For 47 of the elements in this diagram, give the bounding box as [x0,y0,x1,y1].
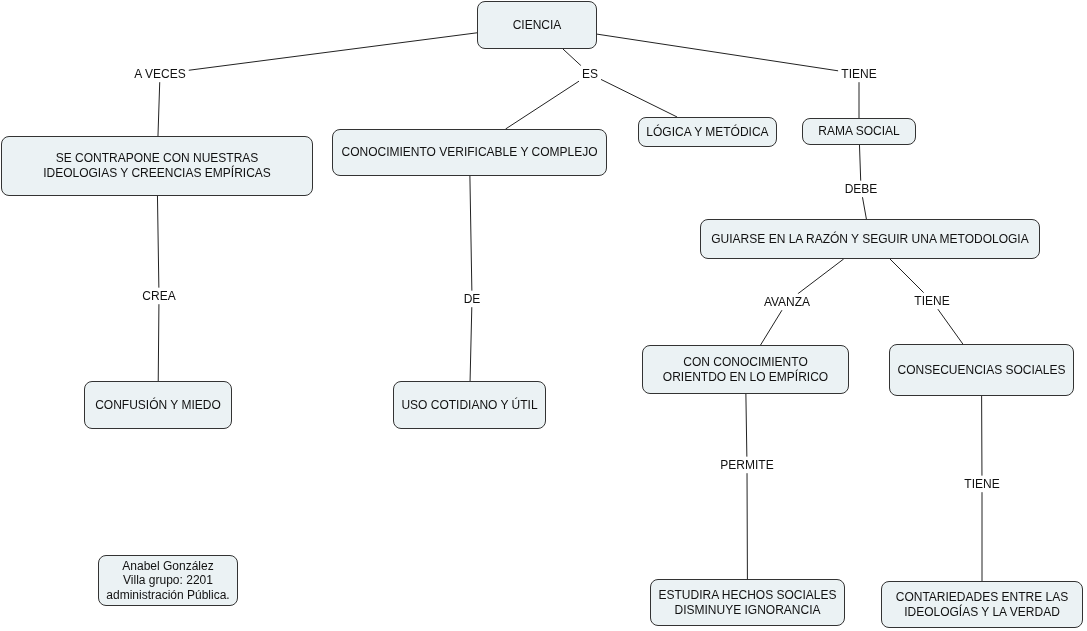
connector-line [858,81,860,119]
concept-text: CONOCIMIENTO VERIFICABLE Y COMPLEJO [341,145,598,160]
concept-box [700,219,1040,259]
concept-text: CONTARIEDADES ENTRE LAS IDEOLOGÍAS Y LA VERDAD [894,589,1070,620]
connector-line [745,393,748,458]
connector-line [157,303,160,382]
connector-line [937,308,964,345]
concept-box [642,345,849,394]
concept-box [393,381,546,429]
connector-line [858,144,862,182]
concept-text: ESTUDIRA HECHOS SOCIALES DISMINUYE IGNORANCIA [657,587,838,618]
concept-box [650,579,845,626]
connector-line [862,196,867,220]
connector-line [797,258,845,295]
connector-line [981,491,983,582]
concept-box [84,381,232,429]
concept-box [477,1,597,49]
connector-line [505,80,580,130]
connector-line [981,395,983,477]
concept-box [332,129,607,176]
connector-line [600,78,678,118]
connector-line [156,195,160,289]
concept-text: RAMA SOCIAL [818,124,900,139]
concept-text: CON CONOCIMIENTO ORIENTDO EN LO EMPÍRICO [661,354,830,385]
concept-text: LÓGICA Y METÓDICA [646,124,769,140]
connector-line [746,472,748,580]
concept-text: CIENCIA [512,17,562,33]
connector-line [188,32,478,71]
connector-line [562,48,582,67]
connector-line [760,309,783,346]
concept-text: SE CONTRAPONE CON NUESTRAS IDEOLOGIAS Y CREENCIAS EMPÍRICAS [42,151,272,181]
concept-box [638,117,777,147]
concept-text: CONFUSIÓN Y MIEDO [95,397,221,413]
concept-box [881,581,1083,628]
concept-text: GUIARSE EN LA RAZÓN Y SEGUIR UNA METODOLOGIA [711,231,1029,247]
concept-box [1,136,313,196]
connector-line [157,81,161,137]
connector-line [469,306,473,382]
concept-box [802,118,916,145]
concept-box [889,344,1074,396]
connector-line [889,258,925,294]
concept-text: CONSECUENCIAS SOCIALES [897,362,1066,378]
connector-line [469,175,473,292]
connector-line [596,33,839,72]
author-note-box [98,555,238,606]
concept-text: USO COTIDIANO Y ÚTIL [401,397,538,413]
author-note: Anabel González Villa grupo: 2201 administración Pública. [105,558,231,603]
